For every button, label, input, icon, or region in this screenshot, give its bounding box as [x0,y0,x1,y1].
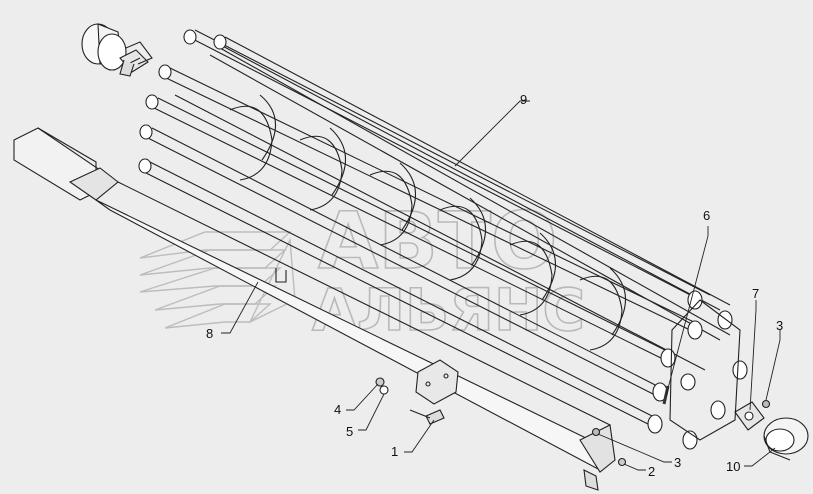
callout-2: 2 [648,464,655,479]
cage-roller [138,29,748,450]
nut-3a [591,427,601,437]
callout-6: 6 [703,208,710,223]
bolt-1 [409,409,445,425]
callout-8: 8 [206,326,213,341]
nut-3b [761,399,771,409]
roller-discs [229,94,627,351]
watermark-emblem-icon [139,231,296,329]
callout-labels: 9 8 6 7 3 10 4 5 1 2 3 [206,92,783,479]
roller-bars [139,29,731,426]
leader-7 [749,300,757,411]
callout-10: 10 [726,459,740,474]
callout-4: 4 [334,402,341,417]
roller-bar-ends [138,29,748,450]
washer-5 [379,385,389,395]
callout-3b: 3 [776,318,783,333]
bearing-housing-10 [763,417,809,461]
callout-3a: 3 [674,455,681,470]
leader-3a [597,433,672,463]
leader-4 [346,383,379,411]
leader-3b [765,330,781,401]
callout-9: 9 [520,92,527,107]
callout-7: 7 [752,286,759,301]
leader-lines [221,100,781,471]
flange-7 [734,401,765,431]
watermark-logo: АВТО АЛЬЯНС [139,196,586,345]
leader-2 [623,463,646,471]
leader-9 [454,100,530,167]
leader-1 [404,419,435,453]
bearing-housing-top [81,23,153,77]
callout-5: 5 [346,424,353,439]
leader-6 [665,226,709,397]
nut-2 [617,457,627,467]
leader-10 [744,447,776,467]
frame-beam [13,127,616,491]
leader-8 [221,281,259,334]
callout-1: 1 [391,444,398,459]
leader-5 [358,393,385,431]
